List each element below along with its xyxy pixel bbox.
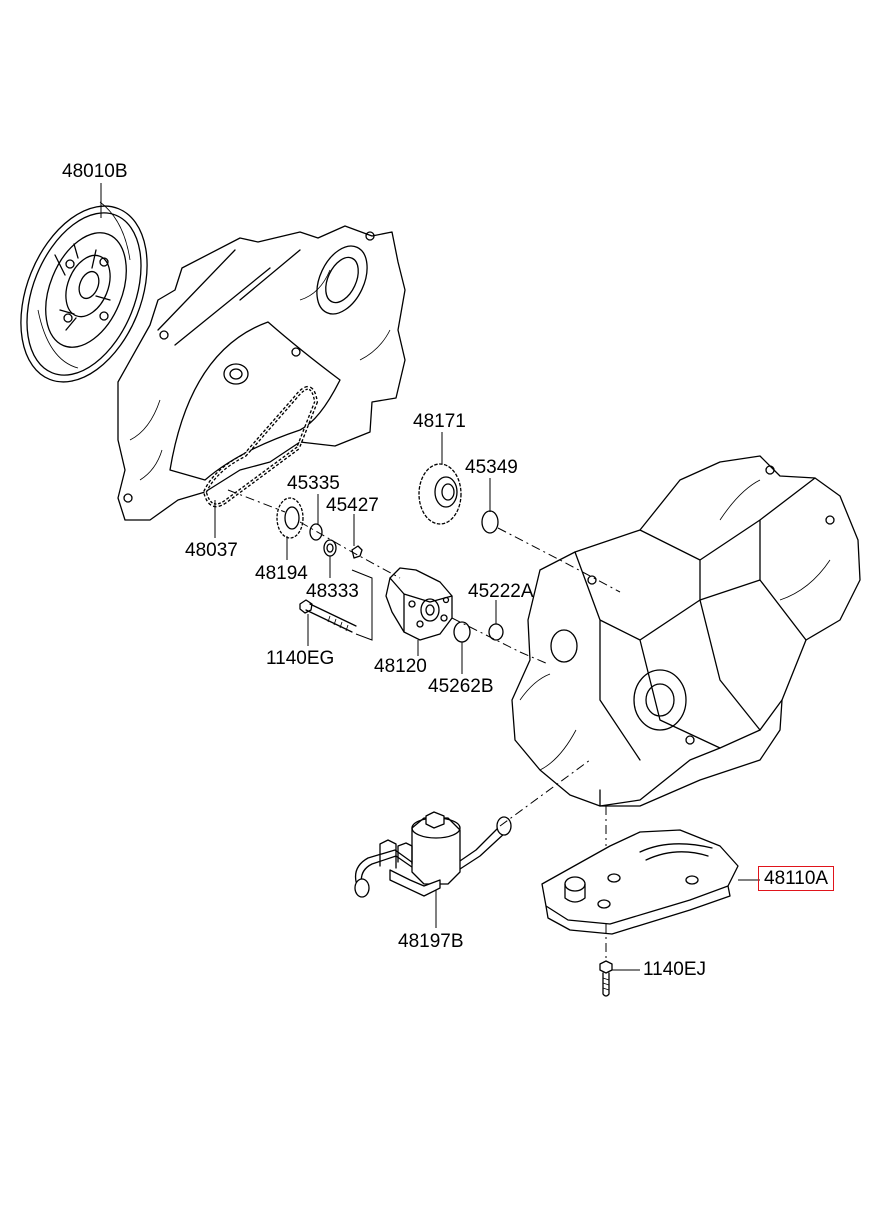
part-label-1140ej[interactable]: 1140EJ (643, 959, 707, 980)
bolt-1140ej-drawing (599, 960, 613, 997)
part-label-45335[interactable]: 45335 (287, 473, 340, 494)
part-label-45262b[interactable]: 45262B (428, 676, 494, 697)
bolt-1140eg-drawing (299, 599, 357, 633)
part-label-45427[interactable]: 45427 (326, 495, 379, 516)
oil-filter-drawing (354, 811, 512, 898)
part-label-48197b[interactable]: 48197B (398, 931, 464, 952)
part-label-48110a-highlighted[interactable]: 48110A (758, 866, 835, 891)
drive-sprocket-drawing (276, 497, 363, 559)
flywheel-drawing (20, 201, 148, 383)
part-label-48037[interactable]: 48037 (185, 540, 238, 561)
part-label-48171[interactable]: 48171 (413, 411, 466, 432)
part-label-48120[interactable]: 48120 (374, 656, 427, 677)
oil-pump-drawing (385, 567, 504, 643)
part-label-45349[interactable]: 45349 (465, 457, 518, 478)
rear-case-drawing (511, 455, 861, 807)
part-label-48333[interactable]: 48333 (306, 581, 359, 602)
part-label-48010b[interactable]: 48010B (62, 161, 128, 182)
chain-drawing (202, 386, 319, 508)
leader-lines (100, 183, 760, 971)
driven-sprocket-drawing (418, 463, 499, 534)
part-label-48194[interactable]: 48194 (255, 563, 308, 584)
front-case-drawing (117, 225, 406, 521)
oil-strainer-drawing (541, 829, 739, 935)
assembly-lines (227, 489, 621, 962)
part-label-1140eg[interactable]: 1140EG (266, 648, 335, 669)
part-label-45222a[interactable]: 45222A (468, 581, 534, 602)
